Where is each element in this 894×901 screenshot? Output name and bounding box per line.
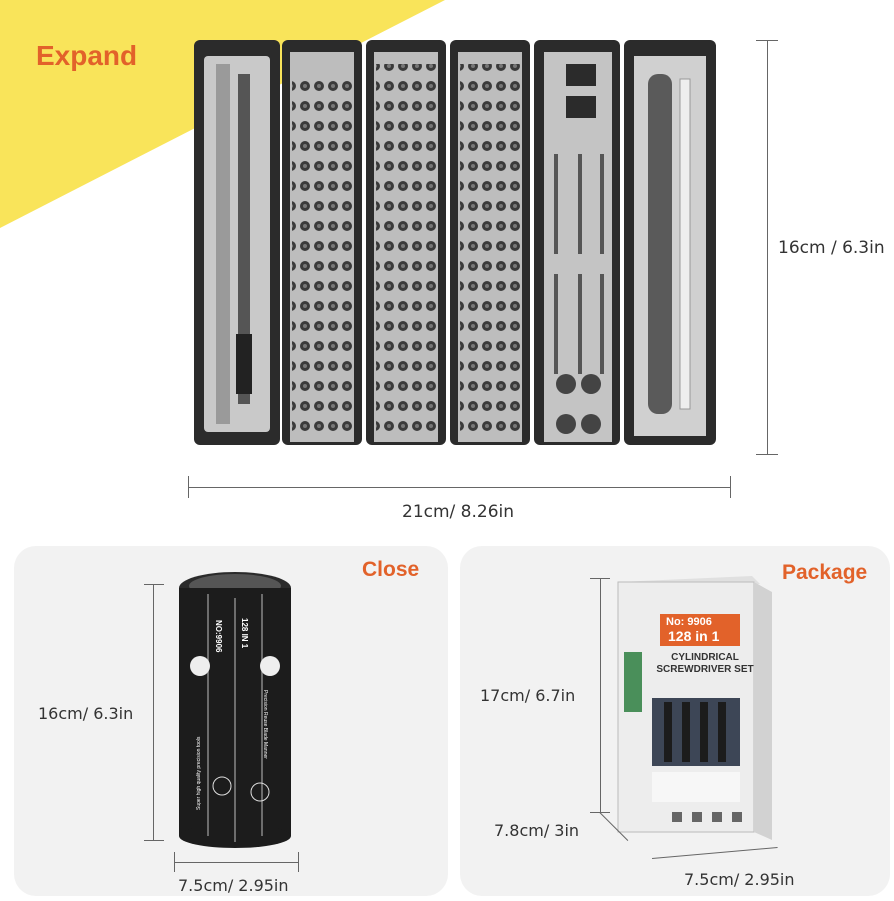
close-width-line [174,862,298,863]
expand-width-line [188,487,730,488]
expand-width-label: 21cm/ 8.26in [402,502,515,522]
expanded-case [194,40,716,445]
closed-cylinder [179,572,291,848]
package-width-label: 7.5cm/ 2.95in [684,870,795,889]
cylinder-count: 128 IN 1 [240,618,249,649]
expand-height-label: 16cm / 6.3in [778,238,885,258]
package-height-label: 17cm/ 6.7in [480,686,576,705]
box-count: 128 in 1 [668,628,720,644]
box-model-number: No: 9906 [666,616,712,628]
close-height-line [153,584,154,840]
package-height-line [600,578,601,812]
expand-title: Expand [36,40,138,71]
package-title: Package [782,561,868,584]
cylinder-model-number: NO:9906 [214,620,223,653]
package-depth-label: 7.8cm/ 3in [494,821,580,840]
cylinder-tagline-1: Super high quality precision tools [196,736,202,810]
close-height-label: 16cm/ 6.3in [38,704,134,723]
close-title: Close [362,558,420,581]
expand-height-line [767,40,768,454]
close-width-label: 7.5cm/ 2.95in [178,876,289,895]
package-box [617,576,772,840]
box-product-name: CYLINDRICAL SCREWDRIVER SET [656,652,754,675]
cylinder-tagline-2: Precision Reuse Blade Manner [262,690,268,759]
